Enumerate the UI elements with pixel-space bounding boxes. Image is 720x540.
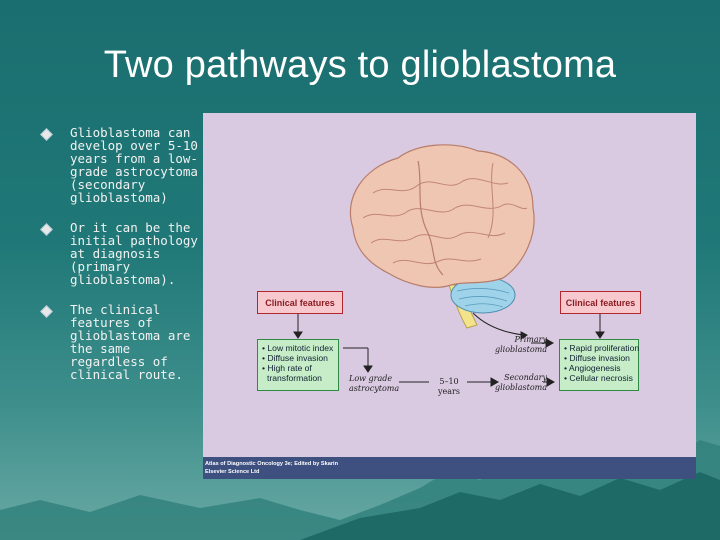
bullet-item: The clinical features of glioblastoma ar… xyxy=(40,303,200,381)
bullet-item: Or it can be the initial pathology at di… xyxy=(40,221,200,286)
glioblastoma-pathway-figure: Clinical features Clinical features • Lo… xyxy=(203,113,696,479)
primary-glioblastoma-label: Primary glioblastoma xyxy=(495,335,547,354)
bullet-item: Glioblastoma can develop over 5-10 years… xyxy=(40,126,200,204)
feature-item: • Diffuse invasion xyxy=(564,353,630,363)
secondary-glioblastoma-label: Secondary glioblastoma xyxy=(495,373,547,392)
caption-line: Atlas of Diagnostic Oncology 3e; Edited … xyxy=(205,461,339,467)
slide-title: Two pathways to glioblastoma xyxy=(103,44,617,86)
figure-caption: Atlas of Diagnostic Oncology 3e; Edited … xyxy=(203,457,696,479)
brain-illustration xyxy=(293,144,605,387)
diamond-bullet-icon xyxy=(40,305,53,318)
bullet-list: Glioblastoma can develop over 5-10 years… xyxy=(40,126,200,398)
diamond-bullet-icon xyxy=(40,223,53,236)
right-clinical-features-box: Clinical features xyxy=(560,291,641,314)
left-clinical-features-box: Clinical features xyxy=(257,291,343,314)
feature-item: • Rapid proliferation xyxy=(564,343,640,353)
caption-line: Elsevier Science Ltd xyxy=(205,469,260,475)
feature-item: • Angiogenesis xyxy=(564,363,621,373)
right-features-list: • Rapid proliferation • Diffuse invasion… xyxy=(559,339,639,391)
feature-item: transformation xyxy=(267,373,322,383)
bullet-text: Or it can be the initial pathology at di… xyxy=(70,220,198,287)
bullet-text: The clinical features of glioblastoma ar… xyxy=(70,302,191,382)
feature-item: • Diffuse invasion xyxy=(262,353,328,363)
low-grade-astrocytoma-label: Low grade astrocytoma xyxy=(349,374,400,393)
feature-item: • Low mitotic index xyxy=(262,343,334,353)
feature-item: • High rate of xyxy=(262,363,312,373)
left-features-list: • Low mitotic index • Diffuse invasion •… xyxy=(257,339,339,391)
mountain-background xyxy=(0,440,720,540)
bullet-text: Glioblastoma can develop over 5-10 years… xyxy=(70,125,198,205)
years-label: 5–10 years xyxy=(438,377,460,396)
diamond-bullet-icon xyxy=(40,128,53,141)
feature-item: • Cellular necrosis xyxy=(564,373,633,383)
